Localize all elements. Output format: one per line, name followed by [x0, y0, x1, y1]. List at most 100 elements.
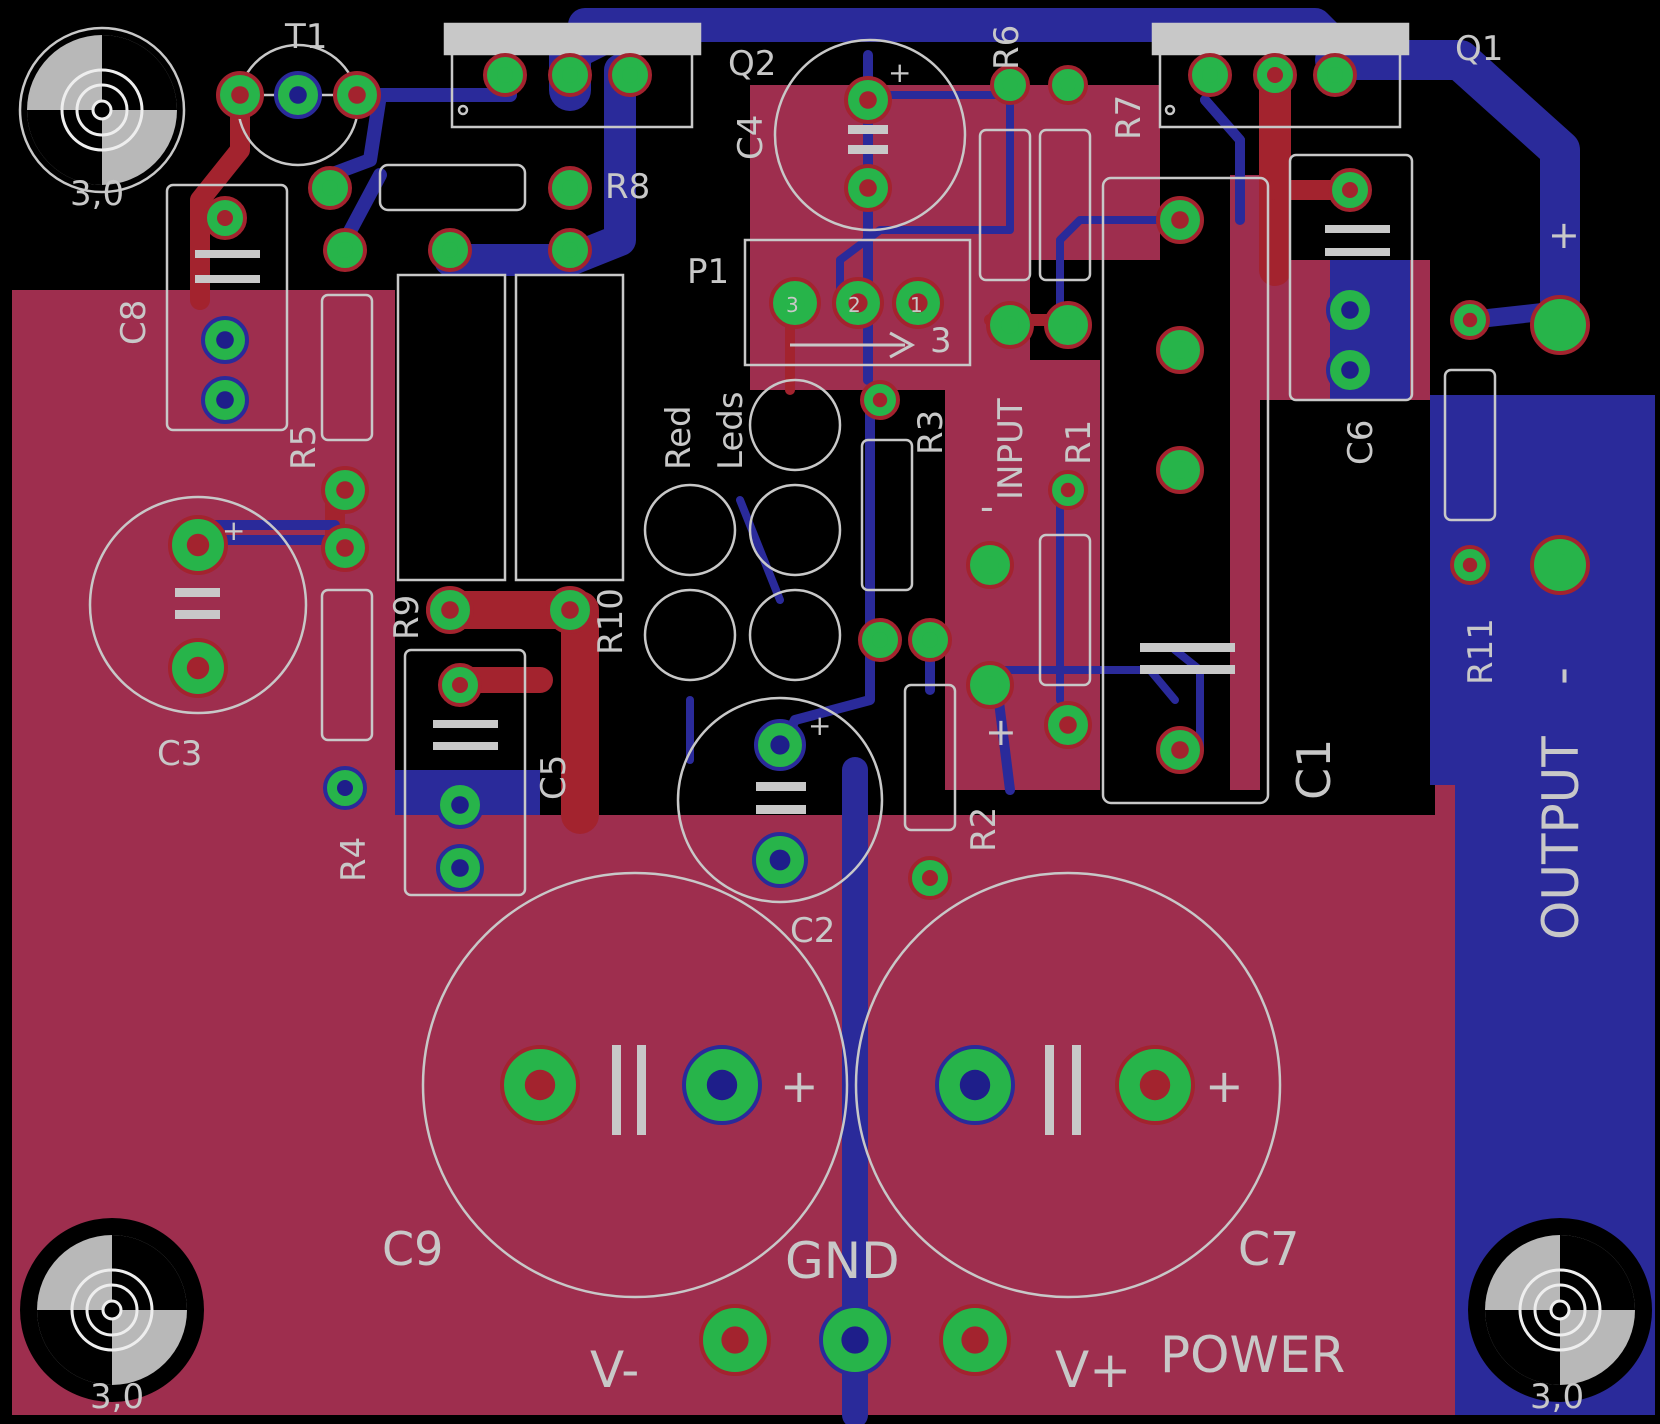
label-hole-bl: 3,0: [90, 1377, 144, 1417]
pad-drill: [1002, 77, 1018, 93]
pad-drill: [451, 859, 469, 877]
label-red: Red: [659, 405, 699, 470]
polarity-c2: +: [808, 709, 831, 742]
pad-drill: [1548, 553, 1572, 577]
pad-drill: [336, 481, 354, 499]
label-r4: R4: [334, 837, 374, 882]
polarity-c4: +: [888, 56, 911, 89]
pad-drill: [922, 870, 938, 886]
label-r10: R10: [591, 588, 631, 655]
pad-drill: [1462, 312, 1478, 328]
pad-drill: [1171, 341, 1189, 359]
pad-drill: [322, 180, 338, 196]
pad-drill: [981, 556, 999, 574]
label-r8: R8: [605, 167, 650, 207]
pad-drill: [769, 849, 791, 871]
pad-drill: [1171, 211, 1189, 229]
label-c4: C4: [731, 115, 771, 160]
label-q2: Q2: [728, 44, 776, 84]
pad-drill: [1341, 301, 1359, 319]
label-hole-tl: 3,0: [70, 174, 124, 214]
pad-drill: [289, 86, 307, 104]
label-r7: R7: [1109, 95, 1149, 140]
label-c8: C8: [114, 300, 154, 345]
pad-drill: [981, 676, 999, 694]
label-t1: T1: [284, 17, 327, 57]
label-input: INPUT: [991, 398, 1031, 500]
pad-drill: [231, 86, 249, 104]
label-gnd: GND: [785, 1232, 900, 1290]
mounting-holes: [20, 35, 1652, 1402]
label-power: POWER: [1160, 1326, 1345, 1384]
label-input-plus: +: [985, 710, 1017, 754]
pad-drill: [859, 91, 877, 109]
pad-drill: [1139, 1069, 1171, 1101]
polarity-c3: +: [222, 514, 245, 547]
label-leds: Leds: [711, 391, 751, 470]
label-plus-top: +: [1548, 213, 1580, 257]
pad-drill: [770, 735, 790, 755]
pad-drill: [1060, 482, 1076, 498]
label-v-plus: V+: [1055, 1341, 1131, 1399]
pad-drill: [336, 539, 354, 557]
label-input-minus: -: [980, 485, 994, 529]
pad-drill: [1462, 557, 1478, 573]
p1-arrow: [790, 331, 916, 359]
label-r5: R5: [284, 425, 324, 470]
pad-drill: [216, 391, 234, 409]
label-hole-br: 3,0: [1530, 1377, 1584, 1417]
pad-drill: [859, 179, 877, 197]
pad-drill: [451, 796, 469, 814]
pad-drill: [1202, 67, 1218, 83]
label-v-minus: V-: [590, 1341, 639, 1399]
polarity-c7: +: [1205, 1059, 1244, 1113]
pad-drill: [721, 1326, 749, 1354]
pad-drill: [442, 242, 458, 258]
pad-drill: [872, 392, 888, 408]
pad-drill: [1171, 461, 1189, 479]
pad-drill: [848, 293, 868, 313]
pad-drill: [1341, 361, 1359, 379]
pad-drill: [1059, 716, 1077, 734]
pad-drill: [1171, 741, 1189, 759]
pad-drill: [441, 601, 459, 619]
pad-drill: [562, 180, 578, 196]
pad-drill: [337, 242, 353, 258]
label-r9: R9: [387, 595, 427, 640]
pad-drill: [186, 656, 210, 680]
pad-drill: [216, 331, 234, 349]
label-r1: R1: [1059, 420, 1099, 465]
mounting-hole-bottom-right: [1468, 1218, 1652, 1402]
pad-drill: [562, 242, 578, 258]
label-r6: R6: [987, 25, 1027, 70]
pad-drill: [217, 210, 233, 226]
pad-drill: [622, 67, 638, 83]
pad-drill: [497, 67, 513, 83]
silkscreen-outlines: [18, 22, 1644, 1394]
mounting-hole-bottom-left: [20, 1218, 204, 1402]
pad-drill: [785, 293, 805, 313]
pad-drill: [561, 601, 579, 619]
pad-drill: [1001, 316, 1019, 334]
label-output-minus: -: [1532, 667, 1590, 685]
pad-drill: [452, 677, 468, 693]
pad-drill: [348, 86, 366, 104]
pads: [168, 53, 1590, 1376]
mounting-hole-top-left: [27, 35, 177, 185]
pad-drill: [922, 632, 938, 648]
pad-drill: [841, 1326, 869, 1354]
label-c2: C2: [790, 911, 835, 951]
pad-drill: [186, 533, 210, 557]
label-output: OUTPUT: [1532, 736, 1590, 940]
label-r11: R11: [1461, 618, 1501, 685]
pad-drill: [959, 1069, 991, 1101]
label-p1-pin1: 1: [910, 293, 923, 317]
pad-drill: [524, 1069, 556, 1101]
polarity-c9: +: [780, 1059, 819, 1113]
label-c9: C9: [382, 1222, 443, 1276]
label-c1: C1: [1287, 739, 1341, 800]
label-p1-num: 3: [930, 321, 952, 361]
label-p1-pin2: 2: [848, 293, 861, 317]
label-c5: C5: [534, 755, 574, 800]
